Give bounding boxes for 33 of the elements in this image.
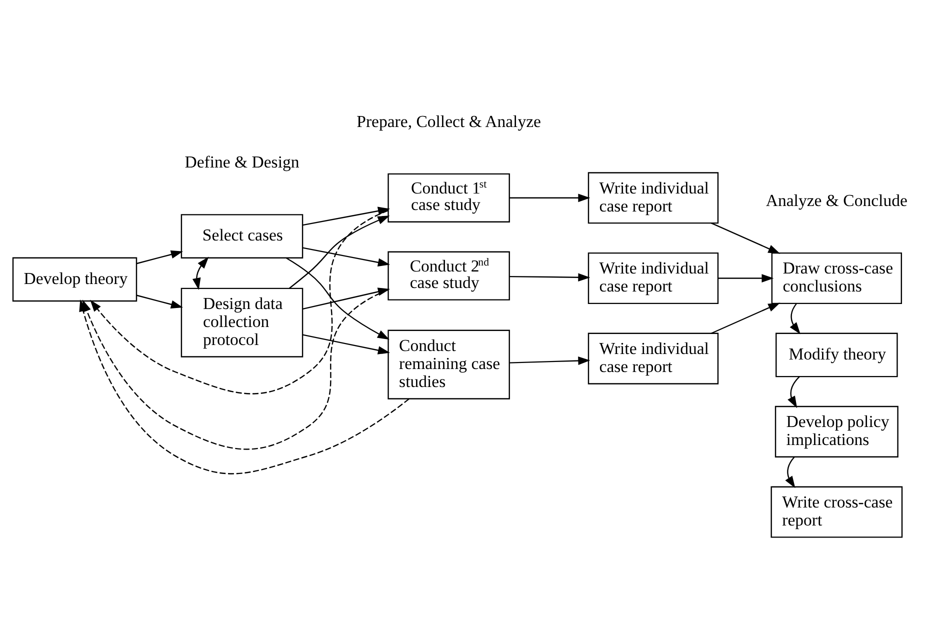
arrow [718, 274, 774, 282]
arrow [710, 302, 780, 334]
arrow [790, 302, 800, 334]
node-box: Write cross-case report [770, 486, 903, 538]
arrow [192, 256, 209, 290]
node-box: Conduct remaining case studies [388, 329, 510, 399]
node-box: Write individual case report [588, 332, 719, 384]
arrow [136, 250, 183, 264]
node-box: Write individual case report [588, 172, 719, 224]
node-box: Develop theory [12, 256, 138, 302]
arrow [510, 356, 590, 364]
node-box: Select cases [180, 214, 304, 258]
arrow [788, 376, 800, 408]
arrow [302, 334, 390, 354]
arrow [302, 246, 390, 266]
arrow [136, 294, 183, 308]
node-box: Conduct 1$^{st}$ case study [388, 172, 510, 222]
node-box: Conduct 2$^{nd}$ case study [388, 250, 510, 300]
label: Prepare, Collect & Analyze [356, 111, 541, 130]
arrow [90, 210, 388, 394]
node-box: Modify theory [776, 332, 898, 377]
arrow [510, 272, 590, 282]
node-box: Draw cross-case conclusions [771, 252, 902, 304]
arrow [510, 193, 590, 202]
node-box: Write individual case report [588, 252, 719, 304]
arrow [710, 222, 780, 254]
label: Define & Design [184, 152, 300, 172]
arrow [785, 456, 796, 488]
arrow [302, 206, 390, 226]
node-box: Design data collection protocol [180, 287, 304, 357]
label: Analyze & Conclude [766, 190, 908, 210]
arrow [289, 215, 390, 288]
node-box: Develop policy implications [774, 405, 898, 457]
